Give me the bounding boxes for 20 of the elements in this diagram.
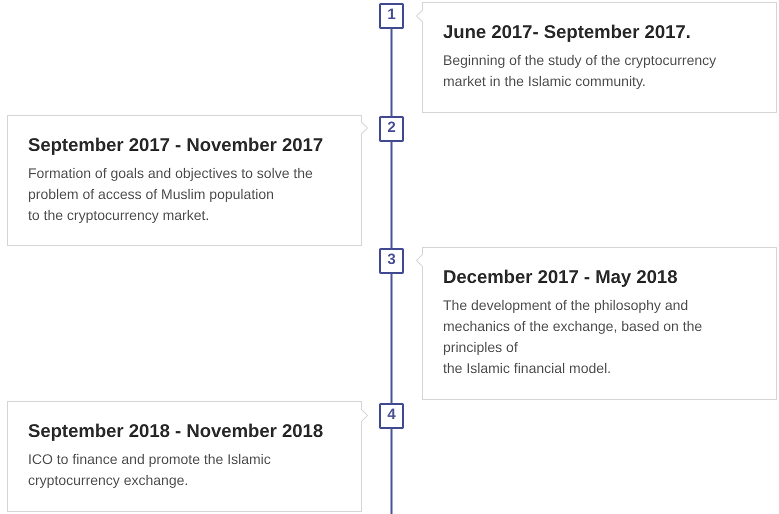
- step-number-marker: 2: [379, 116, 404, 142]
- timeline-card: [416, 247, 777, 400]
- timeline-line: [390, 142, 392, 248]
- card-heading: June 2017- September 2017.: [443, 20, 691, 44]
- step-number-marker: 4: [379, 403, 404, 429]
- timeline-line: [390, 274, 392, 403]
- timeline-card: [7, 115, 368, 246]
- timeline-line: [390, 429, 392, 514]
- card-heading: December 2017 - May 2018: [443, 265, 678, 289]
- timeline-card: [7, 401, 368, 512]
- step-number-marker: 3: [379, 248, 404, 274]
- card-heading: September 2018 - November 2018: [28, 419, 324, 443]
- card-heading: September 2017 - November 2017: [28, 133, 324, 157]
- card-description: Formation of goals and objectives to solve the problem of access of Muslim population to the cryptocurrency market.: [28, 164, 313, 225]
- step-number-marker: 1: [379, 3, 404, 29]
- card-description: ICO to finance and promote the Islamic cryptocurrency exchange.: [28, 450, 271, 490]
- timeline-card: [416, 2, 777, 113]
- card-description: The development of the philosophy and mechanics of the exchange, based on the principles of the Islamic financial model.: [443, 296, 702, 378]
- card-description: Beginning of the study of the cryptocurrency market in the Islamic community.: [443, 51, 716, 91]
- timeline-line: [390, 29, 392, 116]
